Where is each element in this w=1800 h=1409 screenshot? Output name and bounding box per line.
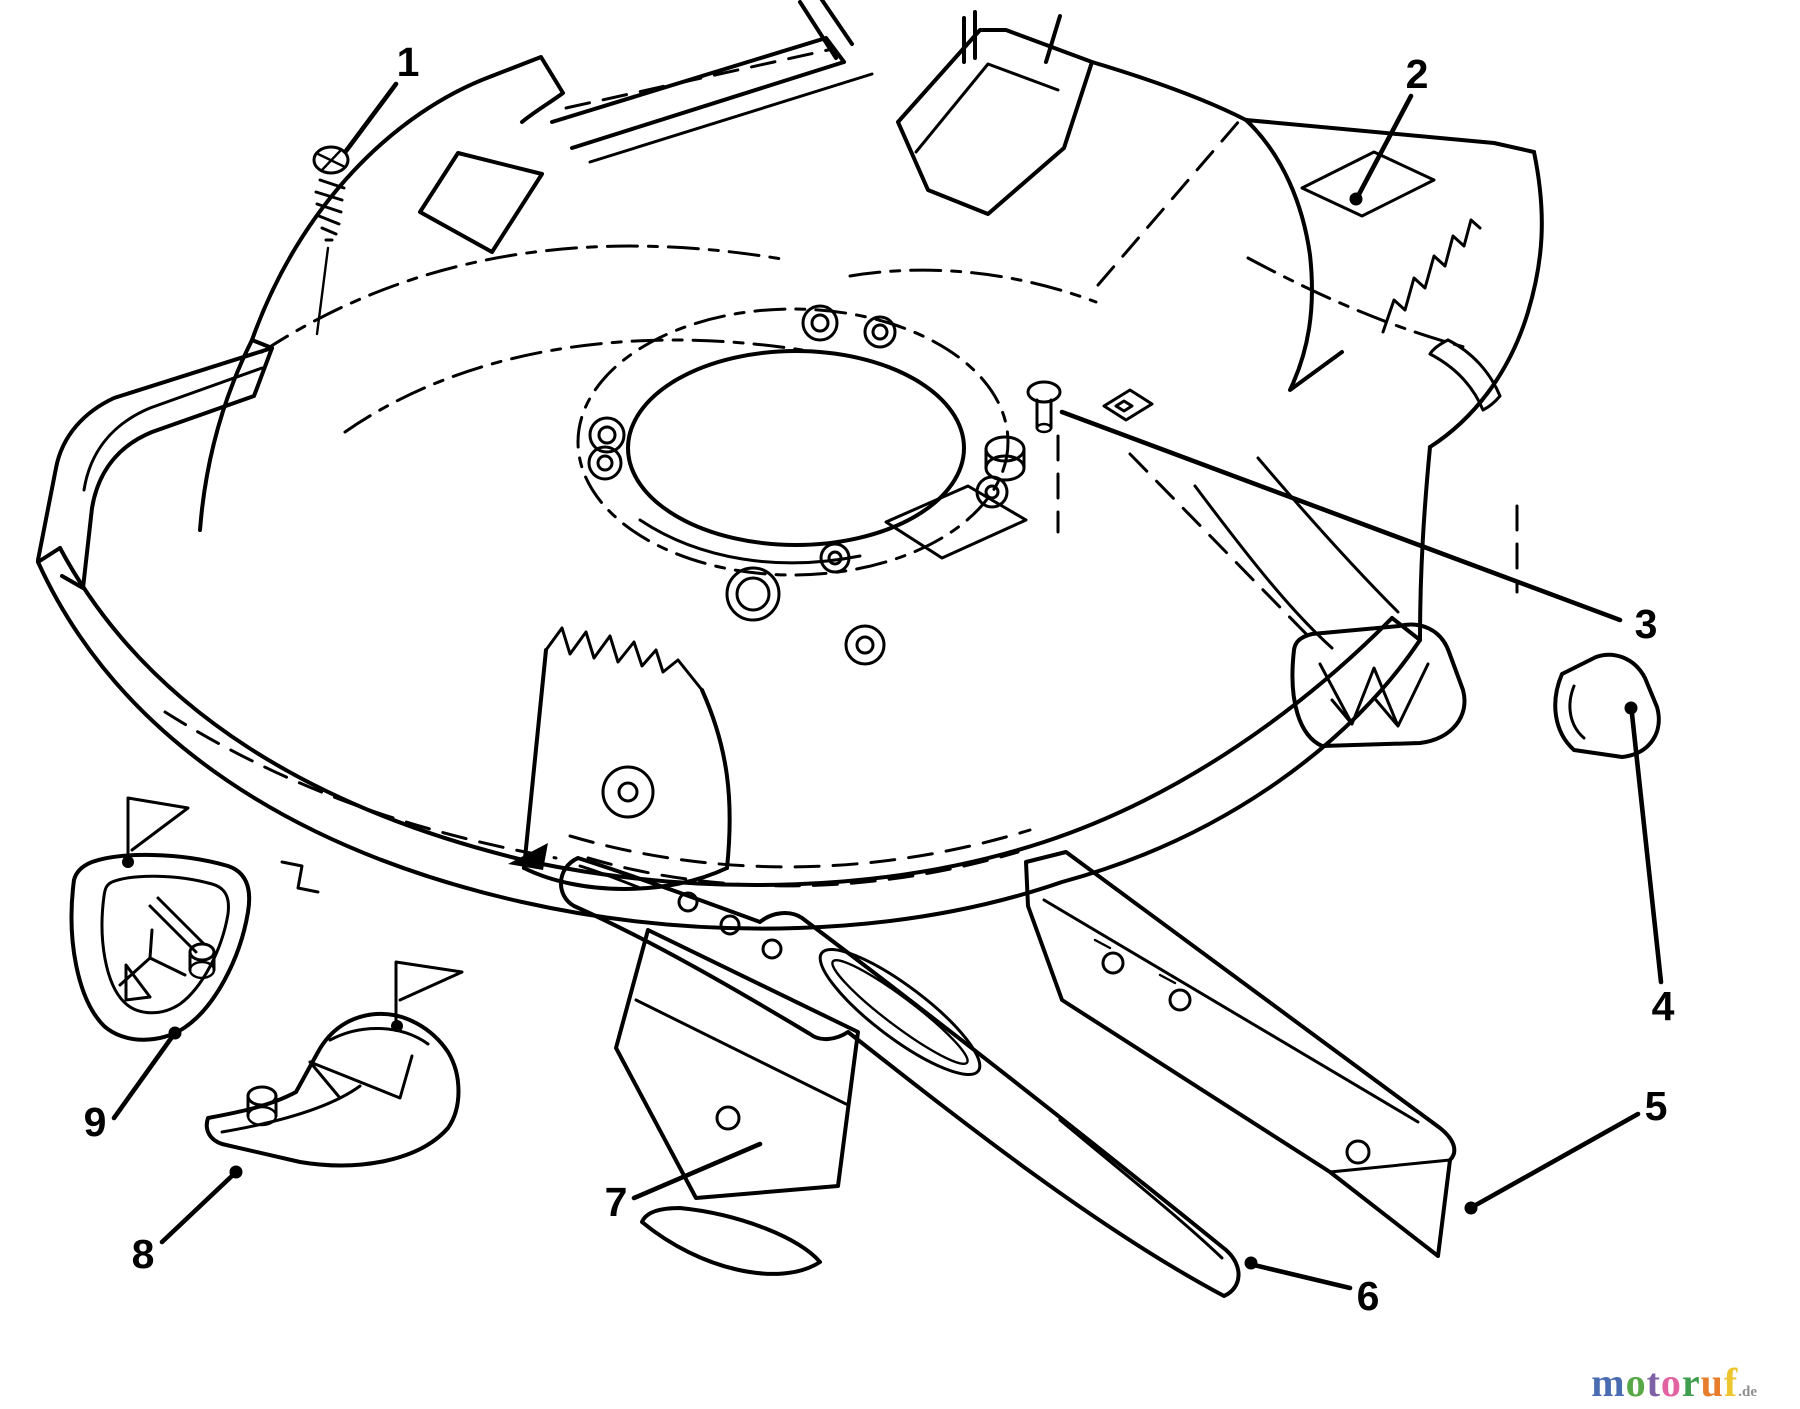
discharge-chute	[896, 28, 1094, 216]
right-bracket-inner	[1244, 118, 1344, 392]
skirt-step	[280, 860, 320, 894]
callout-8: 8	[132, 1231, 155, 1277]
callout-7-leader	[631, 1141, 763, 1201]
logo-letter: f	[1723, 1360, 1739, 1405]
logo-letter: u	[1700, 1360, 1724, 1405]
callout-4-leader	[1629, 711, 1664, 985]
deck-wing	[490, 55, 565, 124]
callout-3-leader	[1059, 409, 1623, 623]
callout-8-leader	[159, 1171, 237, 1245]
left-bracket-channel	[82, 366, 264, 492]
logo-wordmark: motoruf	[1591, 1360, 1738, 1405]
callout-9-dot	[168, 1026, 182, 1040]
decal-plate-part-2	[1300, 150, 1436, 218]
pointer-arrow	[508, 843, 548, 870]
deflector-part-4	[1290, 622, 1661, 759]
callout-5-dot	[1464, 1201, 1478, 1215]
callout-6: 6	[1357, 1273, 1380, 1319]
top-entry-lines	[798, 0, 854, 60]
engine-bolt-circle-hidden	[576, 307, 1010, 577]
deck-decal-rect	[884, 484, 1028, 560]
deflector-part-9	[69, 796, 252, 1042]
right-bracket-slot	[1428, 338, 1502, 412]
callout-4: 4	[1652, 983, 1675, 1029]
blade-center-slot	[818, 947, 982, 1077]
callout-6-leader	[1251, 1262, 1353, 1291]
discharge-chute-inner	[914, 62, 1060, 154]
bolt-part-3	[1026, 380, 1062, 434]
hidden-lines	[163, 48, 1519, 888]
top-fin-lines	[962, 10, 1062, 64]
left-bracket-inner	[60, 346, 274, 590]
callout-2-dot	[1349, 192, 1363, 206]
callout-1: 1	[397, 39, 420, 85]
callout-6-dot	[1244, 1256, 1258, 1270]
blade-part-6	[559, 856, 1241, 1298]
deck-housing	[36, 0, 1544, 931]
callout-5-leader	[1471, 1111, 1641, 1209]
engine-opening	[626, 349, 966, 547]
deflector-8-flag	[394, 960, 464, 1024]
callout-5: 5	[1645, 1083, 1668, 1129]
screw-alignment-line	[315, 246, 330, 336]
callout-9: 9	[84, 1099, 107, 1145]
front-bracket-washer	[601, 765, 655, 819]
skid-plate-part-5	[1024, 850, 1457, 1258]
deck-hole-top-left	[418, 151, 544, 254]
deck-left-edge	[198, 338, 254, 532]
deflector-9-flag	[126, 796, 190, 860]
callout-layer: 1 2 3 4 5 6 7 8 9	[84, 39, 1675, 1319]
deck-skirt-outer	[36, 560, 1422, 931]
right-bracket-top	[1244, 118, 1536, 154]
logo-letter: t	[1646, 1360, 1661, 1405]
callout-7: 7	[605, 1179, 628, 1225]
deflector-part-8	[204, 960, 464, 1168]
callout-1-leader	[343, 81, 399, 154]
logo-letter: r	[1681, 1360, 1701, 1405]
logo-letter: o	[1625, 1360, 1647, 1405]
right-bracket-outer	[1428, 150, 1544, 449]
callout-2: 2	[1406, 51, 1429, 97]
logo-letter: m	[1591, 1360, 1626, 1405]
left-bracket-outer	[36, 346, 274, 562]
callout-2-leader	[1354, 93, 1414, 201]
logo-suffix: .de	[1738, 1384, 1757, 1400]
right-bracket-teeth	[1381, 218, 1482, 334]
skid-plate-part-7	[614, 928, 860, 1276]
small-clip-bracket	[1102, 388, 1154, 422]
screw-part-1	[312, 145, 350, 336]
deck-rib-inner	[588, 72, 874, 164]
callout-3: 3	[1635, 601, 1658, 647]
deck-top-left-edge	[250, 74, 494, 342]
deck-rib-strip	[550, 36, 846, 150]
deck-right-rim	[1090, 60, 1248, 122]
mounting-holes	[587, 304, 1026, 666]
motoruf-logo[interactable]: motoruf.de	[1591, 1363, 1757, 1403]
logo-letter: o	[1660, 1360, 1682, 1405]
callout-8-dot	[229, 1165, 243, 1179]
deck-skirt-ends	[36, 546, 1422, 642]
right-side-edge	[1418, 445, 1432, 642]
callout-4-dot	[1624, 701, 1638, 715]
front-bracket	[508, 626, 732, 891]
skid-plate-7-lip	[640, 1206, 822, 1276]
callout-9-leader	[111, 1034, 175, 1121]
deflector-4-ear	[1553, 652, 1661, 759]
